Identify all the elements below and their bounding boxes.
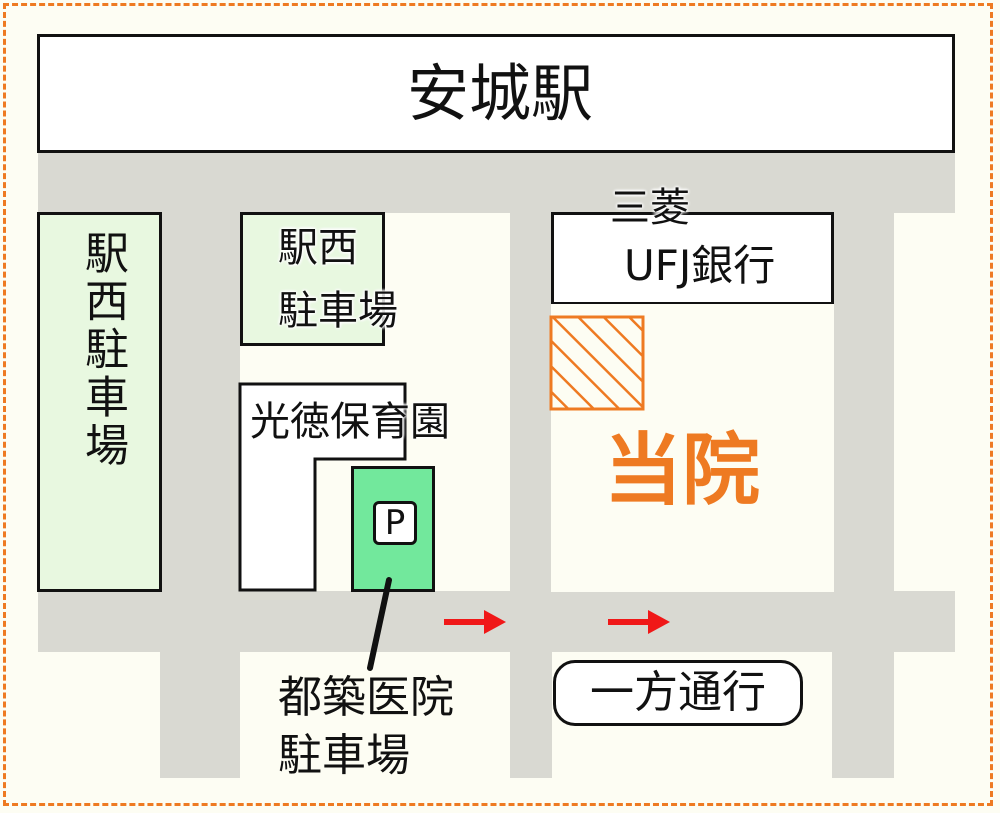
- station-building: [37, 34, 955, 153]
- ekinishi-parking-left: [37, 212, 162, 592]
- bank-building: [551, 212, 834, 305]
- tsuzuki-parking-label-2: 駐車場: [278, 730, 410, 781]
- clinic-location-marker: [549, 315, 645, 411]
- station-label: 安城駅: [406, 57, 593, 130]
- road-vertical-1: [160, 153, 240, 778]
- bank-label-2: UFJ銀行: [624, 241, 776, 290]
- parking-sign: P: [373, 501, 417, 545]
- bank-label-1: 三菱: [610, 185, 690, 231]
- ekinishi-parking-center: [240, 212, 385, 346]
- nursery-label: 光徳保育園: [250, 399, 450, 445]
- ekinishi-parking-left-label: 駅西駐車場: [77, 230, 128, 470]
- road-vertical-2: [510, 153, 552, 778]
- one-way-arrow-1: [444, 610, 506, 634]
- one-way-sign: 一方通行: [553, 660, 803, 726]
- clinic-label: 当院: [604, 426, 761, 516]
- tsuzuki-parking-label-1: 都築医院: [278, 672, 454, 723]
- road-vertical-3: [832, 153, 894, 778]
- ekinishi-parking-center-label-2: 駐車場: [278, 288, 398, 334]
- one-way-arrow-2: [608, 610, 670, 634]
- ekinishi-parking-center-label-1: 駅西: [278, 225, 358, 271]
